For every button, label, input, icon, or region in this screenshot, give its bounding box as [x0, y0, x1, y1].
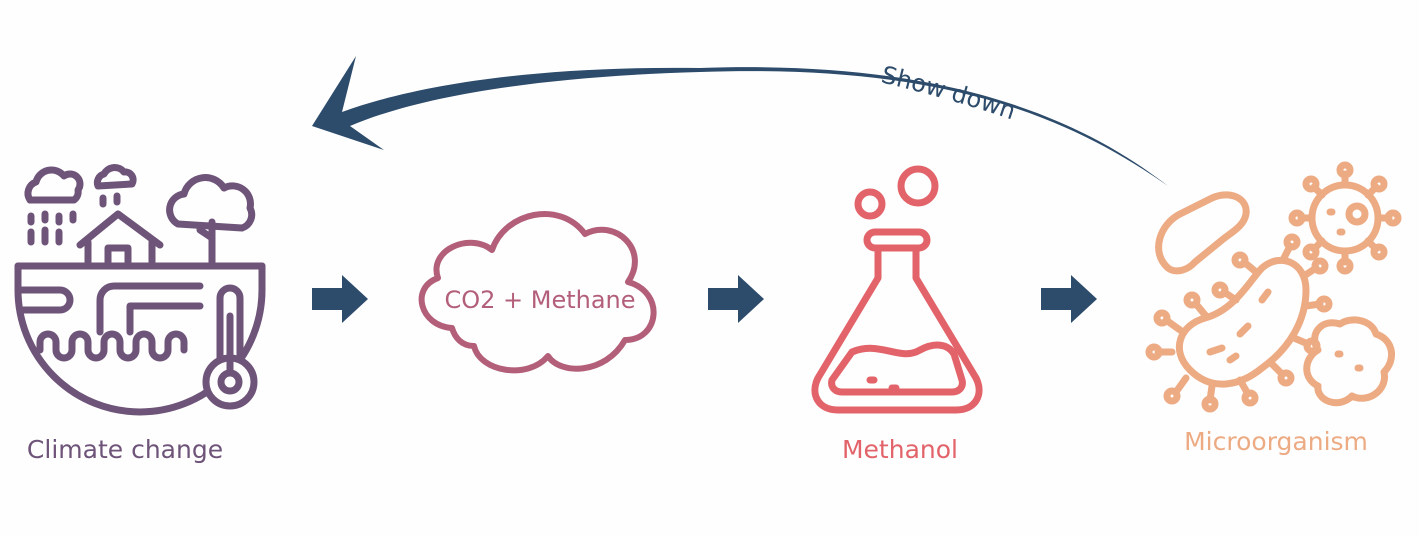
flow-arrow-2: [708, 275, 764, 323]
bacteria-icon: [1145, 161, 1402, 413]
edge-label-show-down: Show down: [879, 61, 1019, 126]
node-label-climate: Climate change: [27, 435, 223, 464]
earth-climate-icon: [14, 164, 266, 416]
feedback-arrow: [312, 56, 1168, 186]
node-label-methanol: Methanol: [842, 435, 958, 464]
node-label-microbe: Microorganism: [1184, 427, 1368, 456]
cloud-icon: [418, 211, 657, 374]
flow-arrow-1: [312, 275, 368, 323]
node-label-gas: CO2 + Methane: [444, 286, 635, 314]
flask-icon: [811, 165, 983, 414]
flow-arrow-3: [1041, 275, 1097, 323]
